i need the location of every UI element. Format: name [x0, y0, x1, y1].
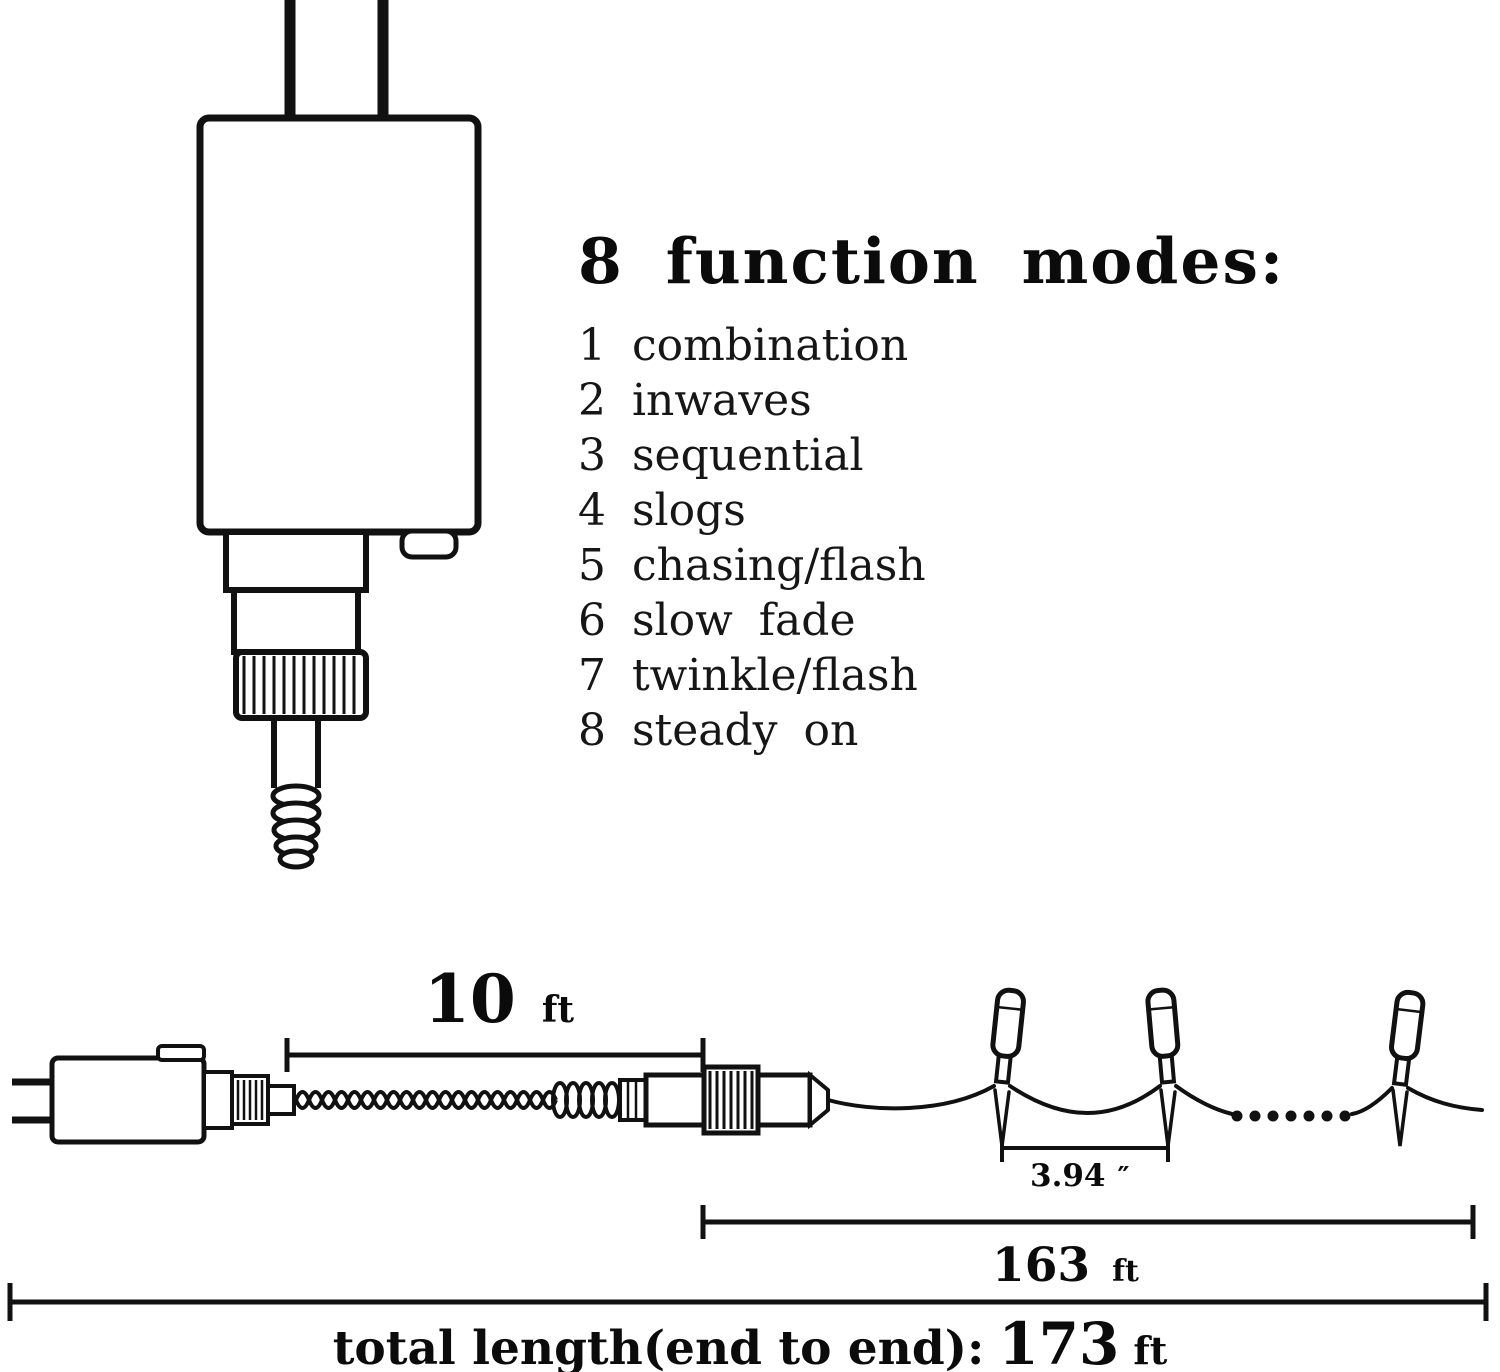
lead-length-label: 10 ft: [424, 960, 574, 1038]
mode-item: 5 chasing/flash: [578, 540, 926, 591]
total-length-bracket: [7, 1283, 1489, 1321]
twisted-wire: [294, 1090, 558, 1110]
led-bulb: [990, 987, 1026, 1085]
mode-item: 3 sequential: [578, 430, 864, 481]
screw-tip: [270, 783, 322, 870]
mode-item: 2 inwaves: [578, 375, 812, 426]
continuation-dots: [1231, 1110, 1351, 1122]
inline-connector: [618, 1064, 830, 1136]
total-length-value: 173: [998, 1310, 1120, 1372]
lit-length-unit: ft: [1112, 1254, 1139, 1289]
lead-length-bracket: [284, 1038, 706, 1072]
lead-length-unit: ft: [541, 989, 574, 1031]
total-length-unit: ft: [1133, 1328, 1168, 1372]
total-length-text: total length(end to end):: [332, 1321, 985, 1372]
total-length-label: total length(end to end): 173 ft: [333, 1310, 1168, 1372]
lit-length-bracket: [700, 1205, 1476, 1239]
mode-item: 7 twinkle/flash: [578, 650, 918, 701]
plug-knurl: [230, 1074, 270, 1126]
mode-item: 8 steady on: [578, 705, 859, 756]
bulb-spacing-unit: ″: [1117, 1162, 1130, 1193]
lit-length-value: 163: [992, 1238, 1091, 1293]
mode-item: 4 slogs: [578, 485, 746, 536]
knurled-ring: [233, 649, 369, 721]
plug-shaft: [271, 718, 321, 788]
led-bulb: [1145, 987, 1181, 1085]
led-bulb: [1389, 989, 1426, 1087]
lead-length-value: 10: [424, 960, 516, 1038]
bulb-spacing-label: 3.94 ″: [1030, 1158, 1130, 1194]
adapter-body: [196, 114, 482, 536]
connector-steps: [223, 529, 369, 655]
modes-heading: 8 function modes:: [578, 224, 1286, 298]
connector-nut: [701, 1064, 761, 1136]
coil-wire: [551, 1081, 621, 1119]
adapter-tab: [399, 528, 459, 560]
mode-item: 6 slow fade: [578, 595, 856, 646]
light-string-drawing: [7, 987, 1489, 1321]
string-wire: [826, 1084, 1484, 1147]
mode-item: 1 combination: [578, 320, 909, 371]
lit-length-label: 163 ft: [992, 1238, 1139, 1293]
modes-list: 1 combination 2 inwaves 3 sequential 4 s…: [578, 318, 1408, 758]
power-adapter-drawing: [196, 0, 482, 870]
wall-plug-drawing: [12, 1044, 296, 1145]
plug-prongs: [284, 0, 389, 118]
bulb-spacing-value: 3.94: [1030, 1158, 1106, 1194]
function-modes-panel: 8 function modes: 1 combination 2 inwave…: [578, 224, 1408, 758]
bulb-spacing-bracket: [1000, 1134, 1170, 1162]
